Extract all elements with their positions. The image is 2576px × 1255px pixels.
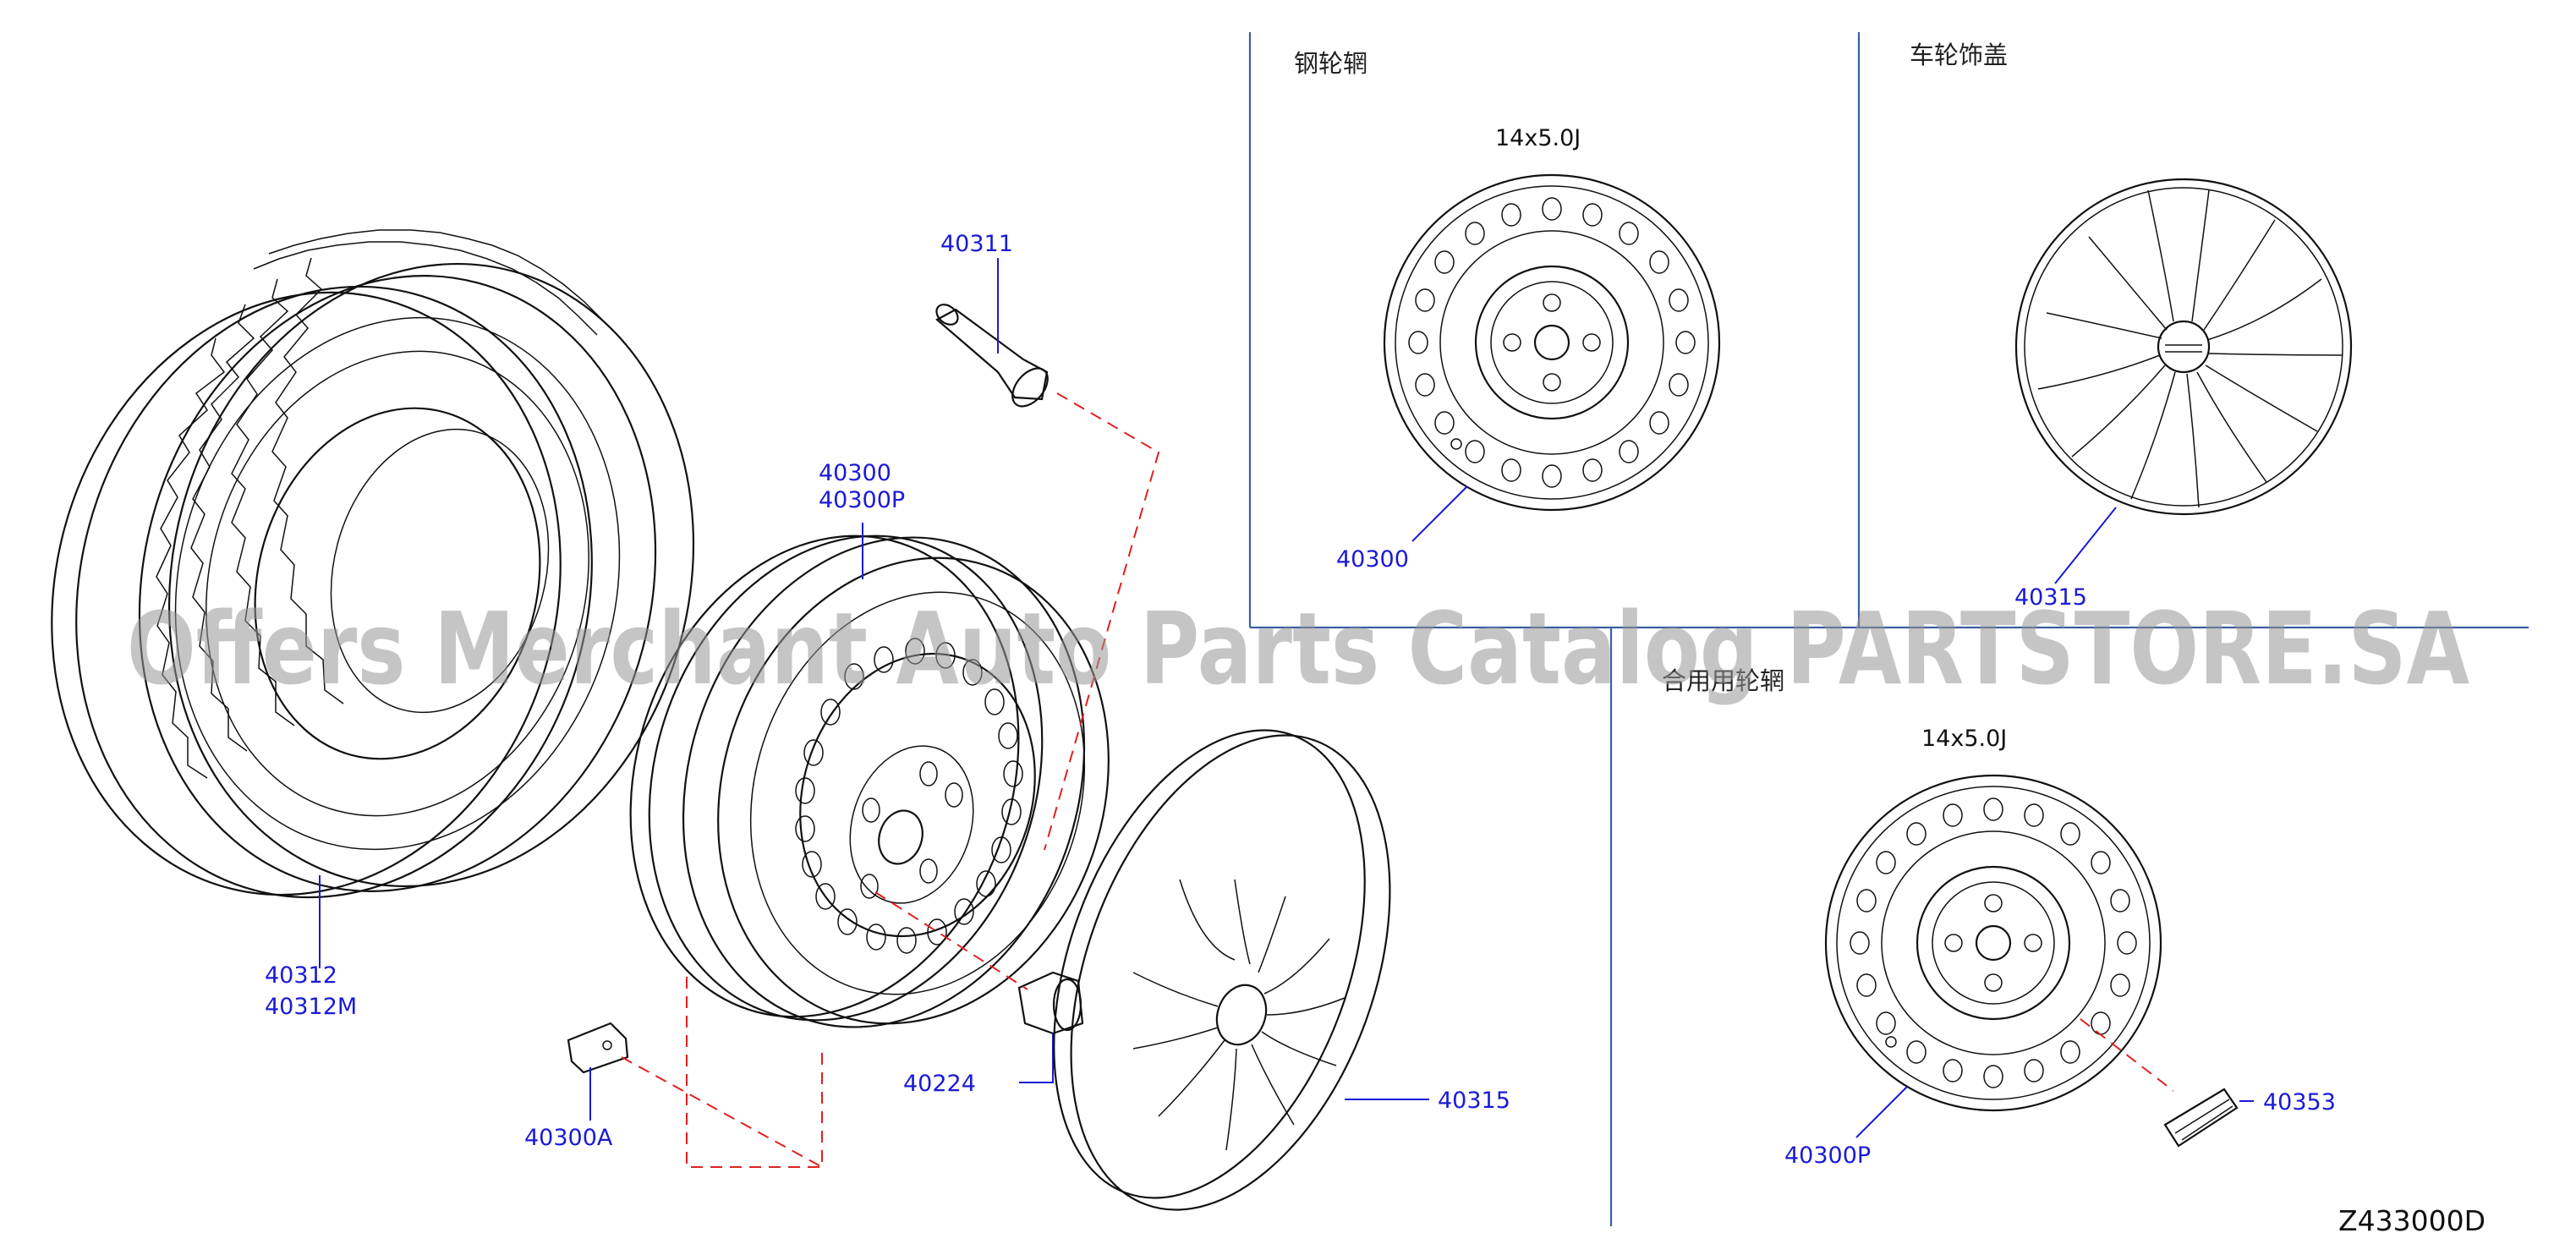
part-label-nut[interactable]: 40224 bbox=[903, 1071, 976, 1097]
section-header-steel-wheel: 钢轮辋 bbox=[1294, 49, 1367, 78]
spare-wheel-size: 14x5.0J bbox=[1921, 726, 2007, 752]
part-label-valve[interactable]: 40311 bbox=[940, 231, 1013, 257]
section-header-spare-wheel: 合用用轮辋 bbox=[1662, 666, 1784, 695]
part-label-cover[interactable]: 40315 bbox=[1438, 1088, 1510, 1114]
part-label-cover-ref[interactable]: 40315 bbox=[2014, 584, 2087, 611]
part-label-steel-wheel[interactable]: 40300 bbox=[1336, 546, 1409, 573]
part-label-tire-m[interactable]: 40312M bbox=[265, 994, 357, 1020]
main-wheel-holes bbox=[795, 638, 1023, 954]
main-wheel-drawing bbox=[629, 523, 1110, 1028]
steel-wheel-drawing bbox=[1383, 173, 1721, 542]
nut-drawing bbox=[1017, 971, 1084, 1083]
valve-drawing bbox=[935, 258, 1049, 408]
part-label-wheel[interactable]: 40300 bbox=[819, 460, 891, 486]
section-dividers bbox=[1248, 32, 2529, 1226]
dashed-leaders bbox=[621, 392, 1160, 1168]
part-label-spare-wheel[interactable]: 40300P bbox=[1784, 1143, 1871, 1169]
label-sticker-drawing bbox=[2163, 1088, 2254, 1148]
part-label-spare-sticker[interactable]: 40353 bbox=[2263, 1089, 2336, 1115]
section-header-wheel-cover: 车轮饰盖 bbox=[1910, 41, 2008, 69]
spare-wheel-drawing bbox=[1824, 774, 2174, 1138]
part-label-wheel-p[interactable]: 40300P bbox=[819, 487, 905, 513]
diagram-code: Z433000D bbox=[2338, 1204, 2486, 1237]
part-label-tire[interactable]: 40312 bbox=[265, 962, 337, 989]
steel-wheel-size: 14x5.0J bbox=[1495, 125, 1581, 151]
weight-drawing bbox=[567, 1022, 629, 1121]
main-cover-drawing bbox=[1053, 729, 1429, 1211]
tire-drawing bbox=[51, 229, 695, 968]
cover-ref-drawing bbox=[2014, 178, 2353, 584]
part-label-weight[interactable]: 40300A bbox=[524, 1125, 613, 1151]
watermark-text: Offers Merchant Auto Parts Catalog PARTS… bbox=[127, 590, 2469, 707]
